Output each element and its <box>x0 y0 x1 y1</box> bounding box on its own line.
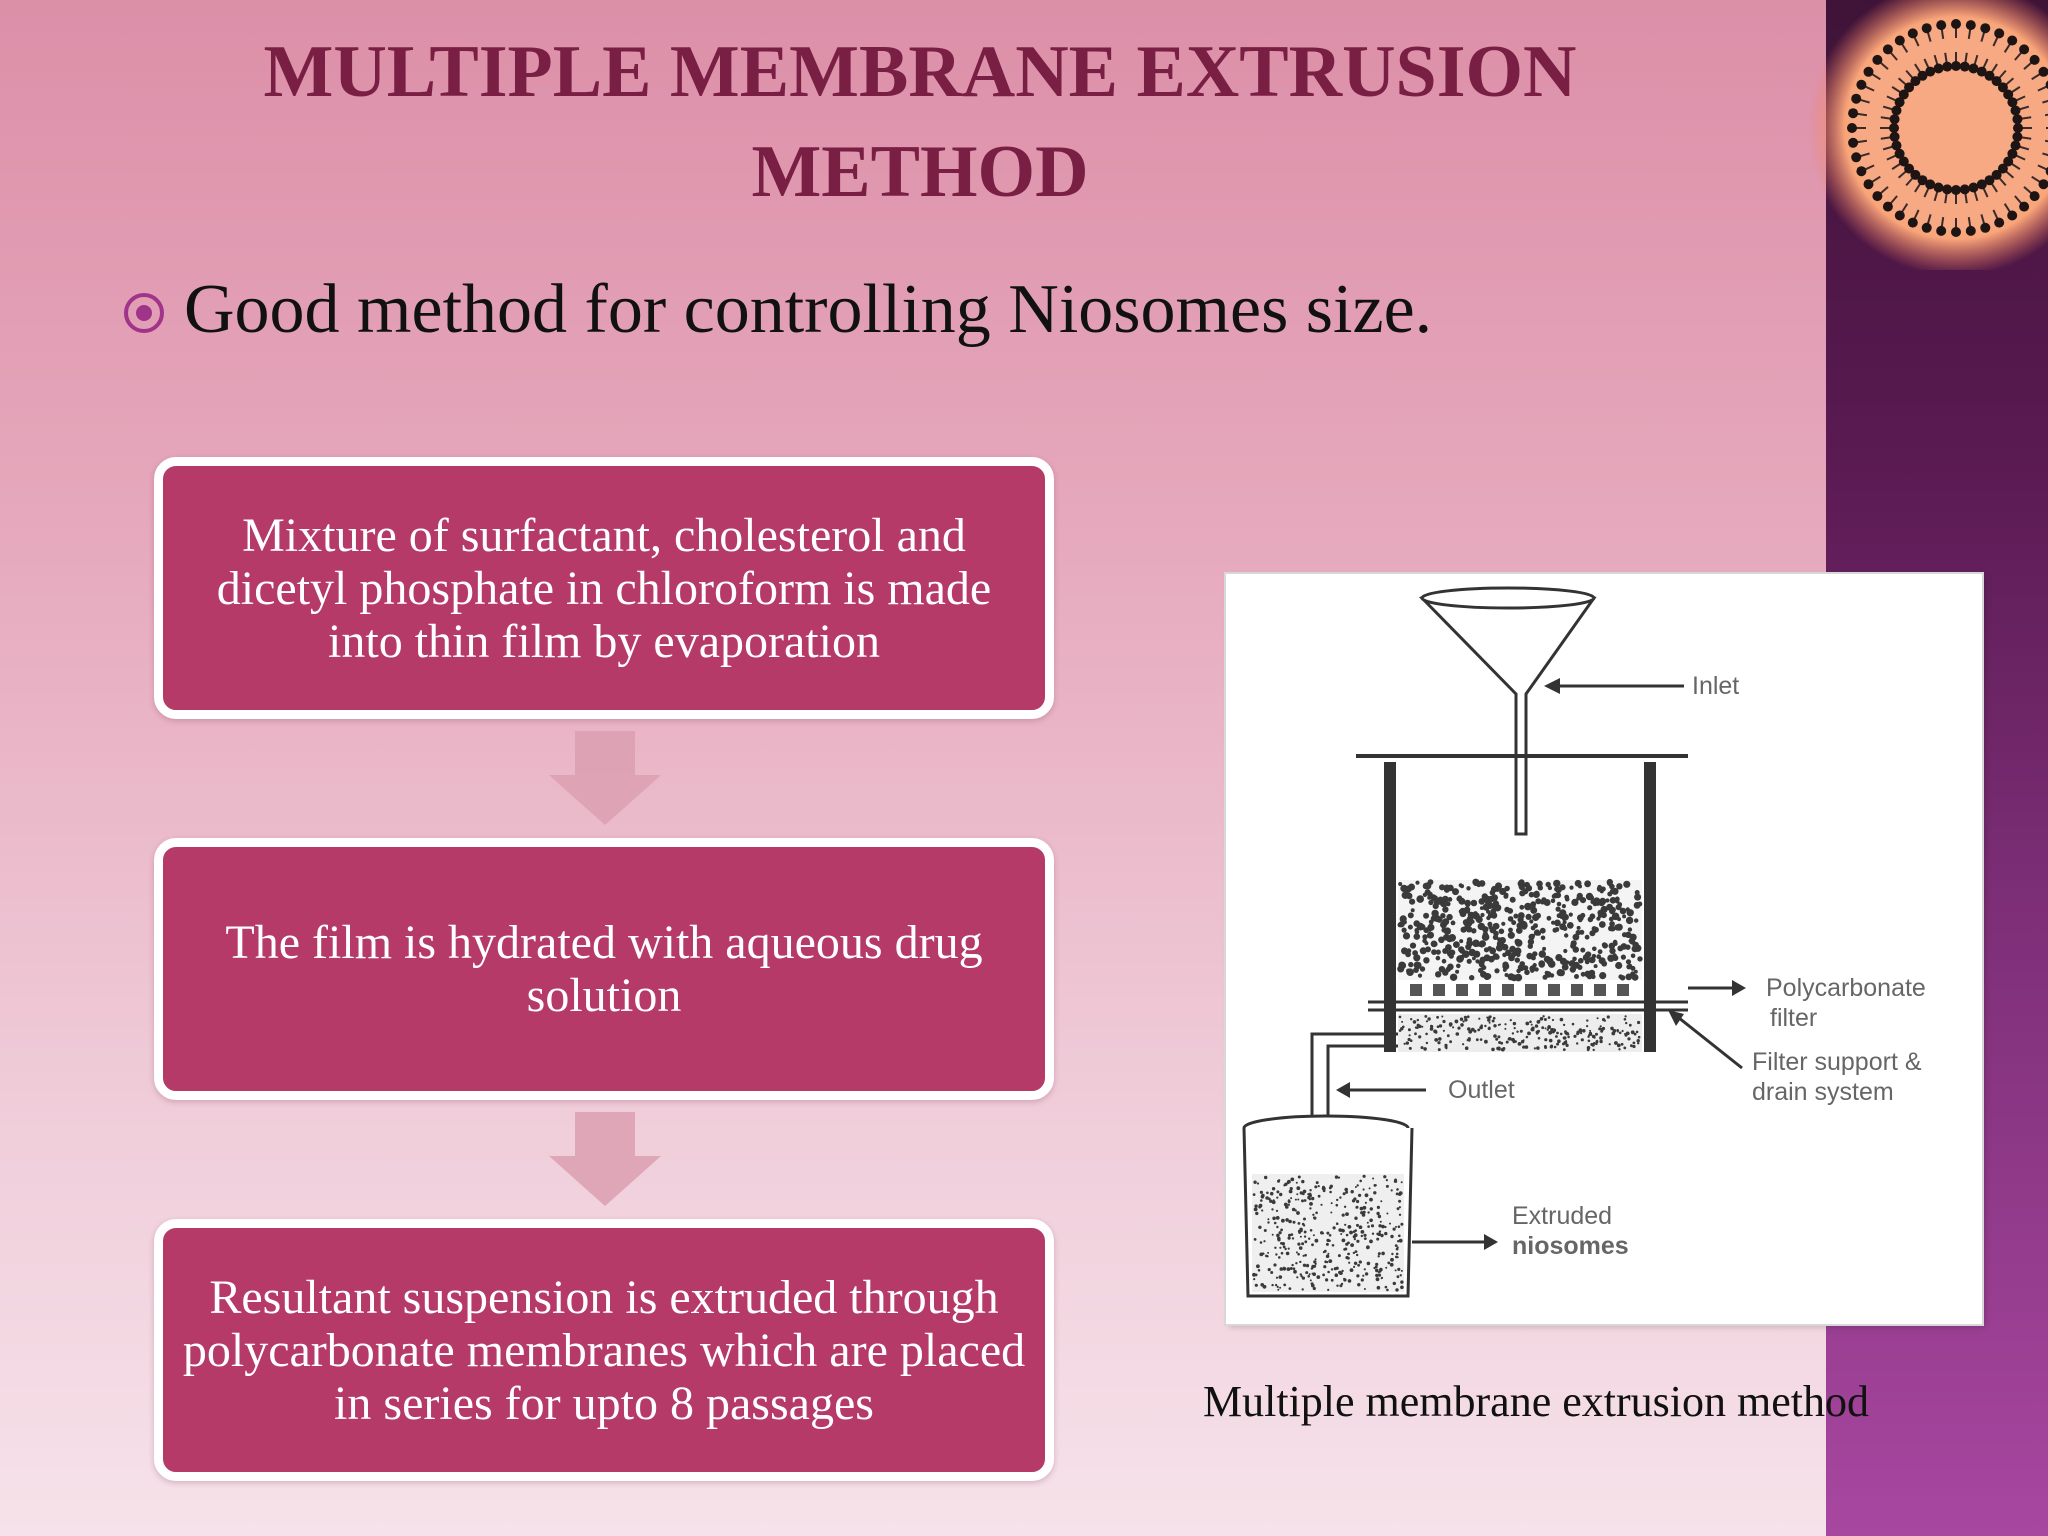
label-outlet: Outlet <box>1448 1076 1515 1104</box>
slide-title: MULTIPLE MEMBRANE EXTRUSION METHOD <box>160 22 1680 222</box>
extrusion-apparatus-figure: Inlet Polycarbonate filter Filter suppor… <box>1226 574 1982 1324</box>
liposome-logo-icon <box>1790 0 2048 276</box>
down-arrow-icon <box>549 731 661 825</box>
bullet-circle-icon <box>124 293 164 333</box>
label-extruded-2: niosomes <box>1512 1232 1629 1260</box>
label-inlet: Inlet <box>1692 672 1739 700</box>
figure-caption: Multiple membrane extrusion method <box>1203 1377 1869 1426</box>
flow-step-1: Mixture of surfactant, cholesterol and d… <box>154 457 1054 719</box>
label-filter-1: Polycarbonate <box>1766 974 1926 1002</box>
label-support-1: Filter support & <box>1752 1048 1922 1076</box>
flow-step-3-text: Resultant suspension is extruded through… <box>182 1270 1026 1430</box>
flow-step-1-text: Mixture of surfactant, cholesterol and d… <box>216 508 992 668</box>
bullet-text: Good method for controlling Niosomes siz… <box>184 271 1433 348</box>
flow-step-2: The film is hydrated with aqueous drug s… <box>154 838 1054 1100</box>
flow-step-2-text: The film is hydrated with aqueous drug s… <box>225 916 983 1022</box>
label-extruded-1: Extruded <box>1512 1202 1612 1230</box>
title-line-2: METHOD <box>751 131 1089 213</box>
funnel <box>1418 589 1597 836</box>
title-line-1: MULTIPLE MEMBRANE EXTRUSION <box>263 31 1577 113</box>
bullet-point: Good method for controlling Niosomes siz… <box>124 270 1432 350</box>
flow-step-3: Resultant suspension is extruded through… <box>154 1219 1054 1481</box>
label-filter-2: filter <box>1770 1004 1817 1032</box>
label-support-2: drain system <box>1752 1078 1894 1106</box>
down-arrow-icon <box>549 1112 661 1206</box>
